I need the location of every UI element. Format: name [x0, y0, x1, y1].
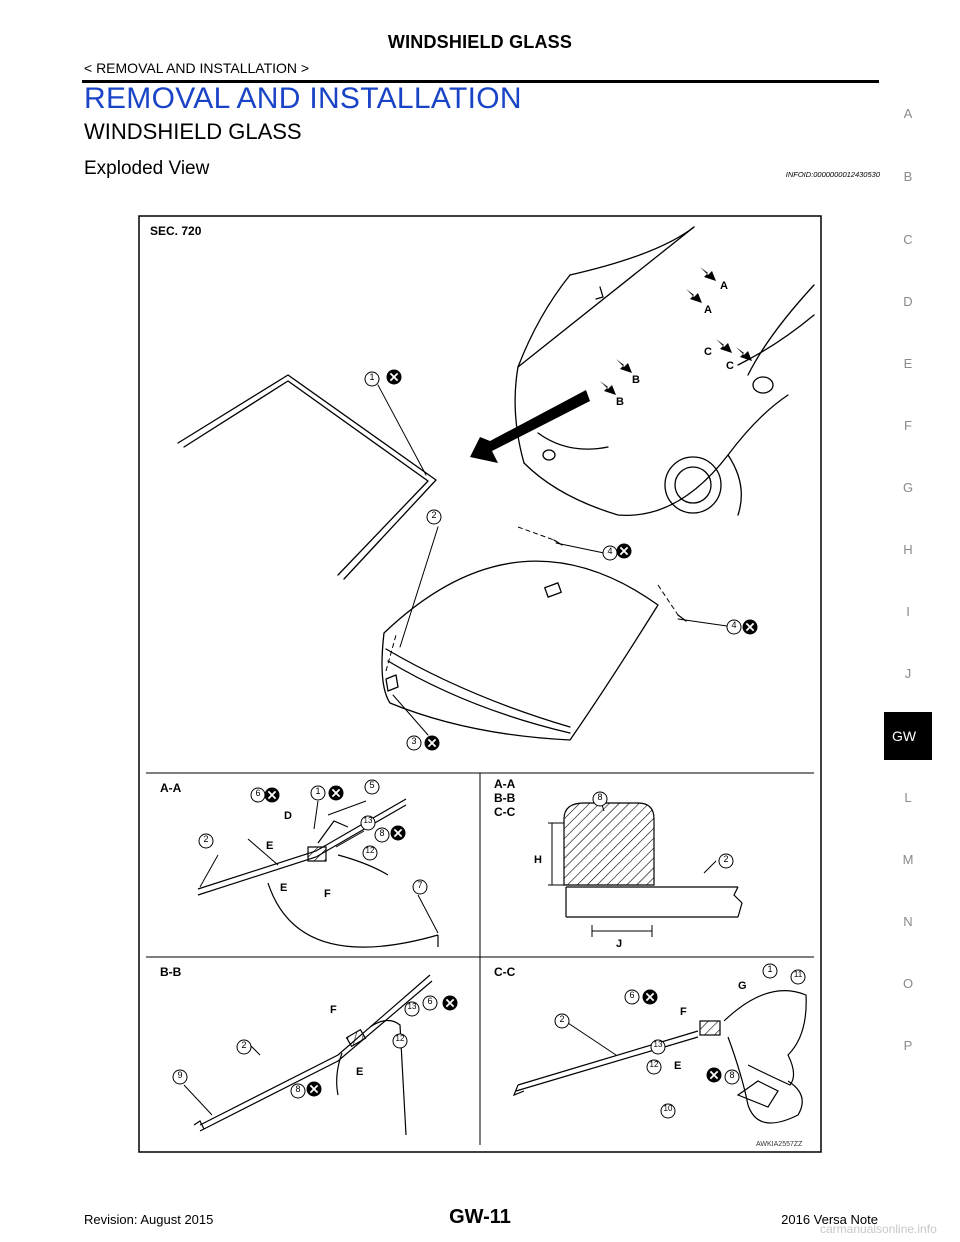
panel-label-aa: A-A [160, 781, 182, 795]
panel-label-profile-aa: A-A [494, 777, 516, 791]
panel-label-bb: B-B [160, 965, 182, 979]
side-index-p[interactable]: P [903, 1038, 913, 1053]
vehicle-model: 2016 Versa Note [781, 1212, 878, 1227]
section-breadcrumb: < REMOVAL AND INSTALLATION > [84, 60, 310, 76]
revision-date: Revision: August 2015 [84, 1212, 214, 1227]
header-rule [82, 80, 879, 83]
panel-label-profile-bb: B-B [494, 791, 516, 805]
side-index-i[interactable]: I [906, 604, 910, 619]
section-letter: C [726, 360, 734, 372]
exploded-view-figure: SEC. 720 A A B B C C A-A A-A B-B C-C B-B… [138, 215, 822, 1153]
side-index-h[interactable]: H [903, 542, 913, 557]
dimension-letter-f: F [680, 1006, 687, 1018]
side-index-b[interactable]: B [903, 169, 913, 184]
dimension-letter-d: D [284, 810, 292, 822]
side-index-e[interactable]: E [903, 356, 913, 371]
side-index-g[interactable]: G [902, 480, 914, 495]
side-index-m[interactable]: M [902, 852, 914, 867]
section-number: SEC. 720 [150, 224, 202, 238]
side-index-d[interactable]: D [903, 294, 913, 309]
main-heading: REMOVAL AND INSTALLATION [84, 82, 522, 115]
section-letter: B [632, 374, 640, 386]
section-letter: B [616, 396, 624, 408]
side-index-gw-active[interactable]: GW [884, 712, 932, 760]
side-index-c[interactable]: C [903, 232, 913, 247]
dimension-letter-e: E [266, 840, 274, 852]
dimension-letter-g: G [738, 980, 747, 992]
side-index-l[interactable]: L [904, 790, 912, 805]
section-letter: A [720, 280, 728, 292]
dimension-letter-e: E [280, 882, 288, 894]
figure-code: AWKIA2557ZZ [756, 1141, 803, 1148]
side-index-f[interactable]: F [904, 418, 912, 433]
dimension-letter-h: H [534, 854, 542, 866]
topic-heading: Exploded View [84, 158, 210, 179]
dimension-letter-e: E [356, 1066, 364, 1078]
info-id: INFOID:0000000012430530 [785, 170, 880, 179]
side-index-o[interactable]: O [902, 976, 914, 991]
page-header-title: WINDSHIELD GLASS [387, 32, 573, 52]
panel-label-cc: C-C [494, 965, 516, 979]
panel-label-profile-cc: C-C [494, 805, 516, 819]
side-index-n[interactable]: N [903, 914, 913, 929]
panel-label-profile: A-A B-B C-C [494, 777, 515, 819]
watermark: carmanualsonline.info [820, 1222, 937, 1236]
dimension-letter-f: F [324, 888, 331, 900]
sub-heading: WINDSHIELD GLASS [84, 119, 302, 144]
page-number: GW-11 [449, 1206, 511, 1228]
dimension-letter-e: E [674, 1060, 682, 1072]
dimension-letter-j: J [616, 938, 623, 950]
exploded-view-drawing [138, 215, 822, 1153]
section-letter: C [704, 346, 712, 358]
side-index-j[interactable]: J [904, 666, 912, 681]
dimension-letter-f: F [330, 1004, 337, 1016]
side-index-a[interactable]: A [903, 106, 913, 121]
section-letter: A [704, 304, 712, 316]
